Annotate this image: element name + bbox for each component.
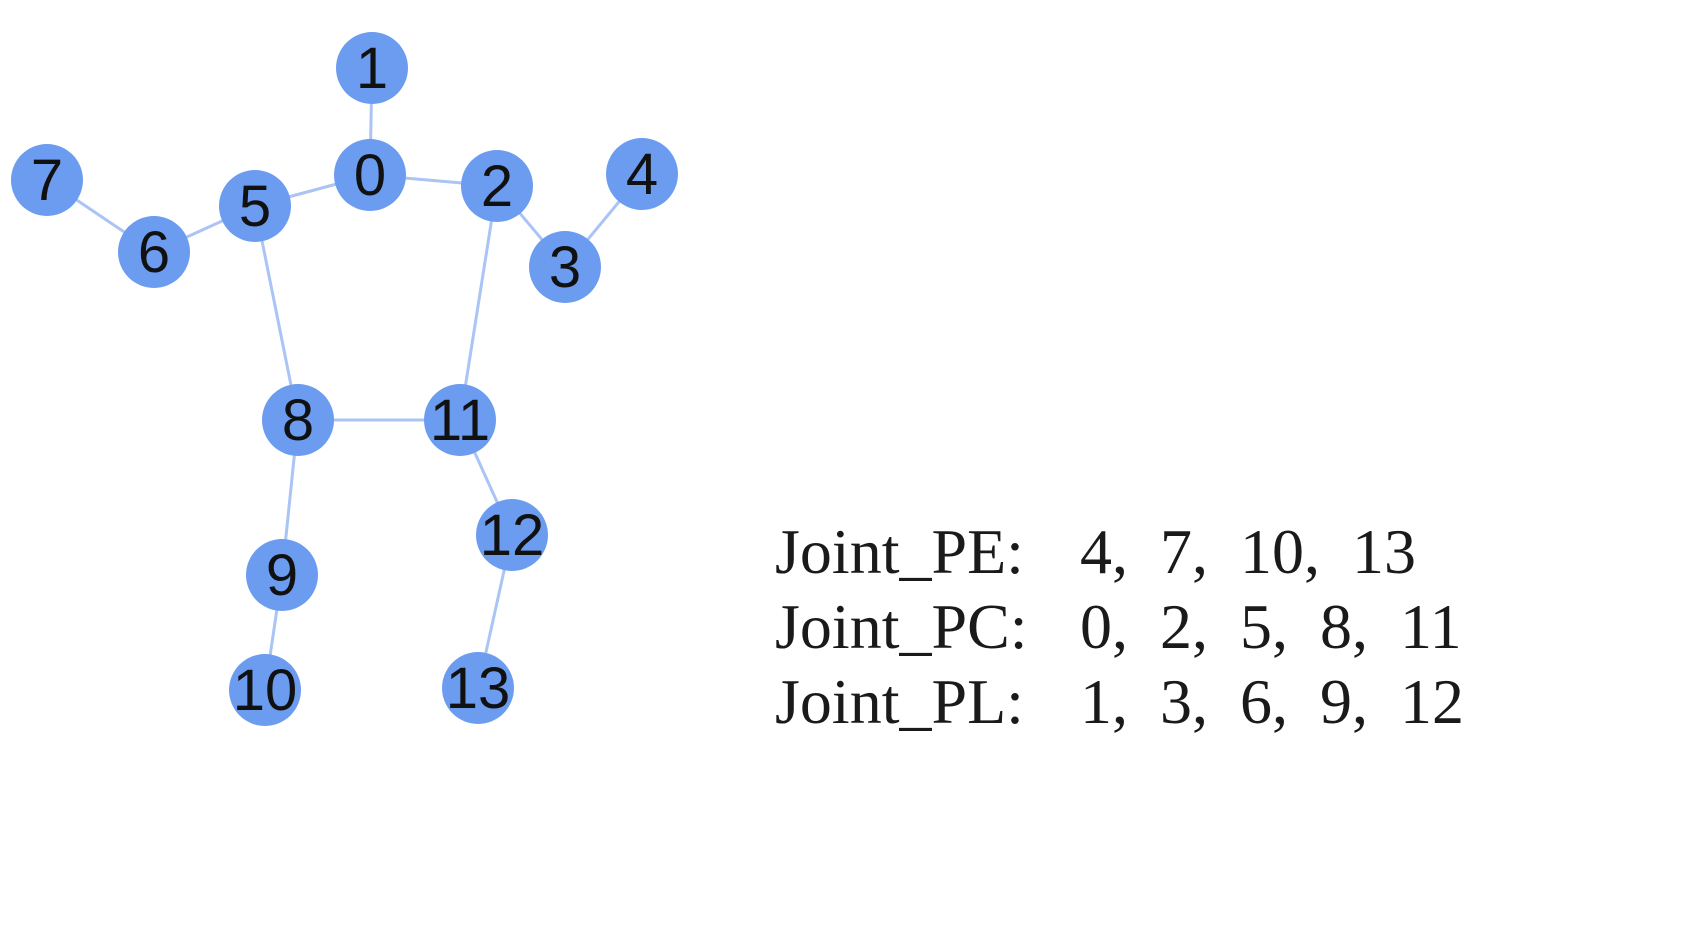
joint-node-circle	[424, 384, 496, 456]
joint-node-circle	[476, 499, 548, 571]
joint-node-13: 13	[442, 652, 514, 724]
joint-node-label: 0	[354, 143, 386, 208]
joint-node-6: 6	[118, 216, 190, 288]
legend-values-pl: 1, 3, 6, 9, 12	[1080, 666, 1464, 737]
legend-label-pc: Joint_PC:	[775, 591, 1028, 662]
joint-node-circle	[606, 138, 678, 210]
joint-node-9: 9	[246, 539, 318, 611]
joint-node-circle	[461, 150, 533, 222]
joint-node-7: 7	[11, 144, 83, 216]
joint-node-circle	[219, 170, 291, 242]
joint-node-label: 1	[356, 36, 388, 101]
joint-node-4: 4	[606, 138, 678, 210]
joint-node-12: 12	[476, 499, 548, 571]
joint-node-2: 2	[461, 150, 533, 222]
joint-node-5: 5	[219, 170, 291, 242]
joint-node-3: 3	[529, 231, 601, 303]
joint-node-label: 11	[430, 388, 490, 453]
legend-label-pl: Joint_PL:	[775, 666, 1024, 737]
joint-node-circle	[246, 539, 318, 611]
legend-row-pc: Joint_PC: 0, 2, 5, 8, 11	[775, 595, 1462, 851]
joint-node-label: 2	[481, 154, 513, 219]
joint-node-label: 4	[626, 142, 658, 207]
joint-node-11: 11	[424, 384, 496, 456]
joint-node-label: 5	[239, 174, 271, 239]
legend-values-pc: 0, 2, 5, 8, 11	[1080, 591, 1462, 662]
joint-node-label: 13	[446, 656, 511, 721]
joint-node-circle	[334, 139, 406, 211]
joint-node-circle	[262, 384, 334, 456]
joint-node-circle	[11, 144, 83, 216]
legend-row-pl: Joint_PL: 1, 3, 6, 9, 12	[775, 670, 1464, 926]
joint-node-1: 1	[336, 32, 408, 104]
joint-node-label: 3	[549, 235, 581, 300]
joint-node-label: 6	[138, 220, 170, 285]
joint-node-10: 10	[229, 654, 301, 726]
joint-node-circle	[529, 231, 601, 303]
joint-node-circle	[118, 216, 190, 288]
joint-node-0: 0	[334, 139, 406, 211]
legend-values-pe: 4, 7, 10, 13	[1080, 516, 1416, 587]
joint-node-circle	[336, 32, 408, 104]
legend-row-pe: Joint_PE: 4, 7, 10, 13	[775, 520, 1416, 776]
joint-node-circle	[229, 654, 301, 726]
joint-node-label: 7	[31, 148, 63, 213]
joint-node-8: 8	[262, 384, 334, 456]
edge-2-11	[458, 185, 499, 421]
joint-node-label: 12	[480, 503, 545, 568]
edge-5-8	[253, 205, 300, 421]
joint-node-label: 9	[266, 543, 298, 608]
joint-node-circle	[442, 652, 514, 724]
joint-node-label: 10	[233, 658, 298, 723]
legend-label-pe: Joint_PE:	[775, 516, 1024, 587]
joint-node-label: 8	[282, 388, 314, 453]
